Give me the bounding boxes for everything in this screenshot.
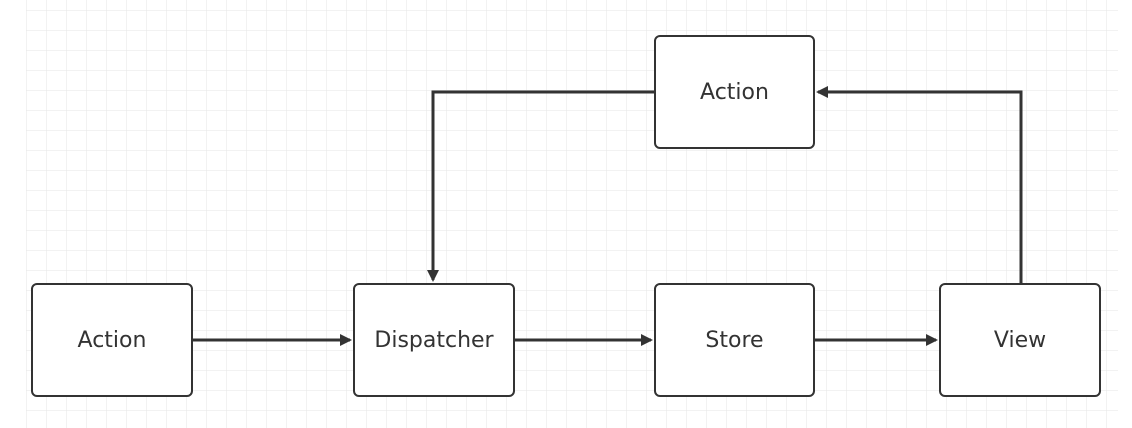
grid-background xyxy=(26,0,1118,428)
edge-action-top-to-dispatcher xyxy=(427,90,654,282)
node-view-label: View xyxy=(993,327,1047,353)
node-action-top-label: Action xyxy=(700,79,769,105)
node-view[interactable]: View xyxy=(939,283,1101,397)
node-action-left-label: Action xyxy=(77,327,147,353)
node-store[interactable]: Store xyxy=(654,283,815,397)
node-action-left[interactable]: Action xyxy=(31,283,193,397)
node-store-label: Store xyxy=(705,327,764,353)
node-dispatcher[interactable]: Dispatcher xyxy=(353,283,515,397)
node-action-top[interactable]: Action xyxy=(654,35,815,149)
edge-view-to-action-top xyxy=(816,86,1023,283)
node-dispatcher-label: Dispatcher xyxy=(374,327,494,353)
